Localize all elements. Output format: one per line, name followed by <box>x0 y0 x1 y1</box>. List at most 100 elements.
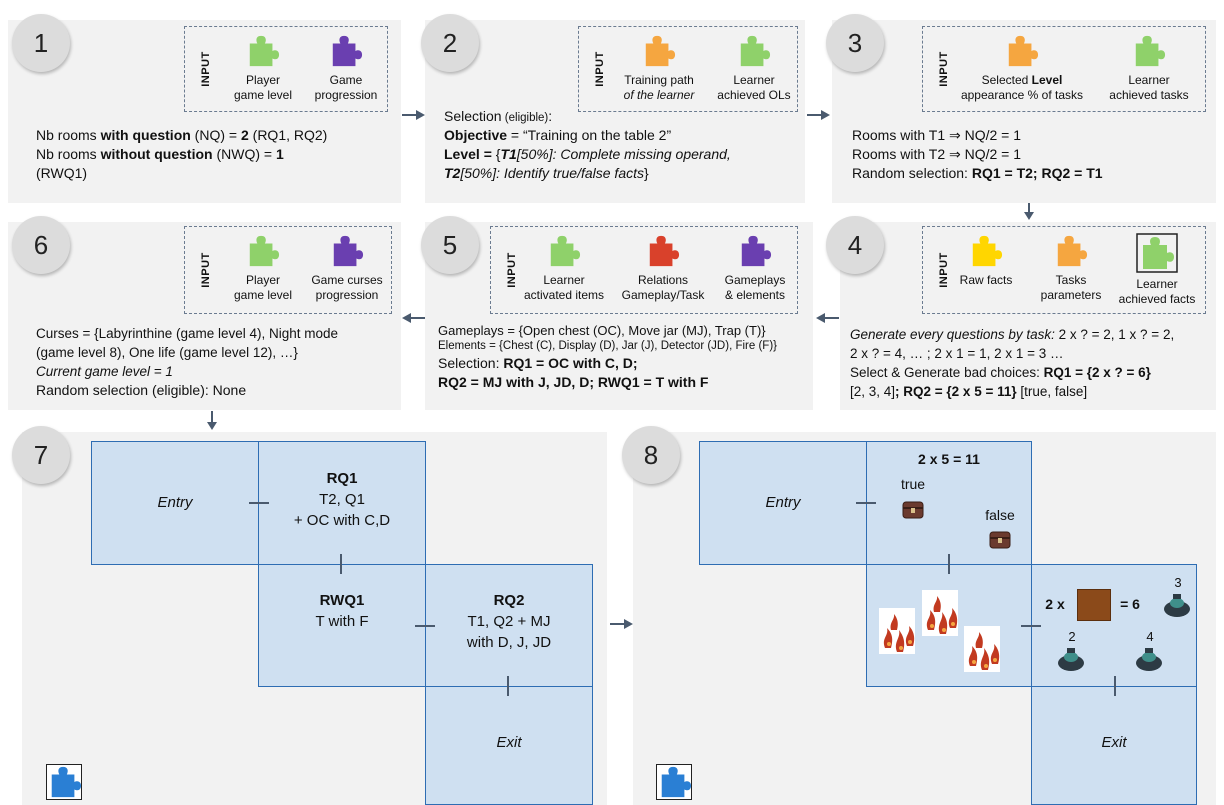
fact-display: 2 x 5 = 11 <box>918 451 980 467</box>
t: without question <box>100 146 213 162</box>
input-line2: achieved facts <box>1118 292 1196 306</box>
puzzle-piece-blue-icon <box>46 764 82 800</box>
input-line1: Learner <box>543 273 585 287</box>
t: Nb rooms <box>36 127 101 143</box>
t: Gameplays = {Open chest (OC), Move jar (… <box>438 323 766 338</box>
input-line2: appearance % of tasks <box>960 88 1084 102</box>
step-5-text: Gameplays = {Open chest (OC), Move jar (… <box>438 322 777 392</box>
room-exit <box>425 686 593 805</box>
t: { <box>495 146 501 162</box>
exit-label: Exit <box>496 734 522 751</box>
t: Generate every questions by task: <box>850 327 1055 342</box>
t: with question <box>100 127 191 143</box>
puzzle-piece-purple-icon <box>333 235 364 267</box>
input-line2: achieved tasks <box>1109 88 1189 102</box>
room-entry <box>91 441 259 565</box>
puzzle-piece-green-icon <box>249 35 280 67</box>
room-rq1 <box>258 441 426 565</box>
input-label: INPUT <box>199 51 212 87</box>
input-label: INPUT <box>937 51 950 87</box>
arrow-down-icon <box>207 411 217 430</box>
jar-label: 4 <box>1146 629 1154 644</box>
step-1-input-box: INPUT Player game level Game progression <box>184 26 388 112</box>
input-curses-progression: Game curses progression <box>303 233 391 303</box>
rq2-label: RQ2 T1, Q2 + MJ with D, J, JD <box>425 590 593 653</box>
input-line2: & elements <box>724 288 786 302</box>
step-2-input-box: INPUT Training path of the learner Learn… <box>578 26 798 112</box>
puzzle-piece-red-icon <box>649 235 680 267</box>
puzzle-piece-orange-icon <box>1008 35 1039 67</box>
t: = “Training on the table 2” <box>507 127 672 143</box>
t: RQ2 = MJ with J, JD, D; RWQ1 = T with F <box>438 374 709 390</box>
input-line1: Raw facts <box>959 273 1013 287</box>
t: 2 <box>240 127 249 143</box>
exit-label: Exit <box>1101 734 1127 751</box>
puzzle-piece-orange-icon <box>1057 235 1088 267</box>
t: Elements = {Chest (C), Display (D), Jar … <box>438 340 777 352</box>
input-player-game-level: Player game level <box>227 233 299 303</box>
input-line1: Gameplays <box>724 273 786 287</box>
jar-label: 3 <box>1174 575 1182 590</box>
arrow-right-icon <box>807 110 830 120</box>
input-line1: Game <box>329 73 363 87</box>
input-label: INPUT <box>593 51 606 87</box>
step-4-badge: 4 <box>826 216 884 274</box>
t: Random selection (eligible): None <box>36 382 247 398</box>
step-6-input-box: INPUT Player game level Game curses prog… <box>184 226 392 314</box>
puzzle-piece-green-framed-icon <box>1136 233 1178 273</box>
puzzle-piece-blue-icon <box>656 764 692 800</box>
door <box>507 676 509 696</box>
step-4-text: Generate every questions by task: 2 x ? … <box>850 325 1174 401</box>
door <box>1114 676 1116 696</box>
jar-icon <box>1164 594 1190 617</box>
puzzle-piece-green-icon <box>1135 35 1166 67</box>
door <box>1021 625 1041 627</box>
step-3-badge: 3 <box>826 14 884 72</box>
jar-icon <box>1058 648 1084 671</box>
arrow-left-icon <box>816 313 839 323</box>
input-training-path: Training path of the learner <box>609 33 709 103</box>
input-line1: Selected <box>981 73 1032 87</box>
chest-icon <box>902 501 924 519</box>
input-line1: Learner <box>733 73 775 87</box>
input-line2: game level <box>233 88 293 102</box>
step-5-input-box: INPUT Learner activated items Relations … <box>490 226 798 314</box>
puzzle-piece-green-icon <box>249 235 280 267</box>
room-rq2 <box>425 564 593 687</box>
puzzle-piece-orange-icon <box>645 35 676 67</box>
input-line1: Learner <box>1128 73 1170 87</box>
input-activated-items: Learner activated items <box>519 233 609 303</box>
jar-label: 2 <box>1068 629 1076 644</box>
t: [true, false] <box>1016 384 1088 399</box>
chest-icon <box>989 531 1011 549</box>
input-line1: Relations <box>637 273 689 287</box>
t: Nb rooms <box>36 146 101 162</box>
step-6-text: Curses = {Labyrinthine (game level 4), N… <box>36 324 338 400</box>
input-line2: Gameplay/Task <box>621 288 705 302</box>
jar-icon <box>1136 648 1162 671</box>
t: RQ1 = {2 x ? = 6} <box>1043 365 1151 380</box>
input-selected-level: Selected Level appearance % of tasks <box>949 33 1095 103</box>
input-line2: parameters <box>1040 288 1102 302</box>
true-label: true <box>900 476 926 492</box>
input-achieved-facts: Learner achieved facts <box>1109 233 1205 307</box>
t: Rooms with T1 ⇒ NQ/2 = 1 <box>852 127 1022 143</box>
input-relations: Relations Gameplay/Task <box>615 233 711 303</box>
t: Rooms with T2 ⇒ NQ/2 = 1 <box>852 146 1022 162</box>
step-1-text: Nb rooms with question (NQ) = 2 (RQ1, RQ… <box>36 126 327 183</box>
door <box>415 625 435 627</box>
t: RQ2 <box>493 592 525 609</box>
input-line1: Player <box>245 73 280 87</box>
input-line2: achieved OLs <box>717 88 791 102</box>
puzzle-piece-green-icon <box>740 35 771 67</box>
t: 2 x ? = 4, … ; 2 x 1 = 1, 2 x 1 = 3 … <box>850 346 1064 361</box>
step-8-badge: 8 <box>622 426 680 484</box>
input-line1: Tasks <box>1055 273 1087 287</box>
arrow-right-icon <box>402 110 425 120</box>
t: Curses = {Labyrinthine (game level 4), N… <box>36 326 339 341</box>
step-2-badge: 2 <box>421 14 479 72</box>
input-label: INPUT <box>505 252 518 288</box>
equation-left: 2 x <box>1045 596 1065 612</box>
input-raw-facts: Raw facts <box>951 233 1021 288</box>
input-line1: Training path <box>624 73 694 87</box>
